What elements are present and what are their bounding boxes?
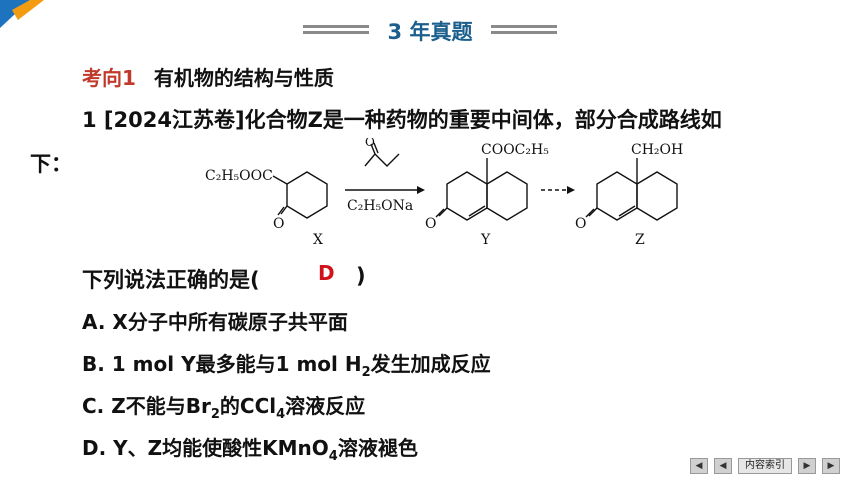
option-c-sub-1: 2 [210,407,220,422]
y-label: Y [480,232,491,248]
header-rule-left [303,25,369,28]
option-c-sub-2: 4 [276,407,286,422]
header-rule-right [491,25,557,28]
section-heading: 考向1 有机物的结构与性质 [82,62,334,91]
option-c-text-3: 溶液反应 [285,394,366,418]
answer-mark: D [318,261,335,285]
option-c-text-2: 的CCl [219,394,277,418]
question-line-1: 1 [2024江苏卷]化合物Z是一种药物的重要中间体，部分合成路线如 [82,108,722,132]
option-d-text-2: 溶液褪色 [337,436,418,460]
reaction-arrow-head [417,186,425,194]
option-b-sub: 2 [361,365,371,380]
z-oxygen: O [575,216,586,232]
header-rule-left-2 [303,31,369,34]
option-d-text: D. Y、Z均能使酸性KMnO [82,436,329,460]
last-slide-button[interactable]: ▶ [822,458,840,474]
reagent-condition: C₂H₅ONa [347,198,413,214]
x-substituent: C₂H₅OOC [205,168,273,184]
option-b: B. 1 mol Y最多能与1 mol H2发生加成反应 [82,348,491,380]
option-c: C. Z不能与Br2的CCl4溶液反应 [82,390,365,422]
first-slide-button[interactable]: ◀ [690,458,708,474]
x-oxygen: O [273,216,284,232]
reagent-oxygen: O [365,138,375,149]
option-b-text-2: 发生加成反应 [370,352,491,376]
z-label: Z [635,232,645,248]
reagent-enone [364,142,400,167]
molecule-z [585,158,678,221]
section-label: 考向1 [82,66,136,90]
z-substituent: CH₂OH [631,142,683,158]
question-line-2: 下： [30,152,72,176]
x-label: X [313,232,323,248]
question-prompt: 下列说法正确的是( D ) [82,261,366,294]
y-substituent: COOC₂H₅ [481,142,549,158]
prompt-text: 下列说法正确的是( [82,268,260,292]
dashed-arrow-head [567,186,575,194]
header-title: 3 年真题 [387,20,473,44]
option-b-text: B. 1 mol Y最多能与1 mol H [82,352,362,376]
synthesis-scheme: C₂H₅OOC O X O C₂H₅ONa COOC₂H₅ O Y CH₂OH … [205,138,683,248]
option-c-text: C. Z不能与Br [82,394,211,418]
prompt-close: ) [356,264,366,288]
y-oxygen: O [425,216,436,232]
option-d-sub: 4 [328,449,338,464]
slide-navigation: ◀ ◀ 内容索引 ▶ ▶ [690,458,840,474]
content-index-button[interactable]: 内容索引 [738,458,792,474]
option-a: A. X分子中所有碳原子共平面 [82,310,348,334]
next-slide-button[interactable]: ▶ [798,458,816,474]
page-header: 3 年真题 [0,16,860,46]
corner-decoration [0,0,44,28]
section-title: 有机物的结构与性质 [153,66,334,90]
molecule-y [435,158,528,221]
header-rule-right-2 [491,31,557,34]
prev-slide-button[interactable]: ◀ [714,458,732,474]
option-d: D. Y、Z均能使酸性KMnO4溶液褪色 [82,432,418,464]
molecule-x [272,171,328,219]
